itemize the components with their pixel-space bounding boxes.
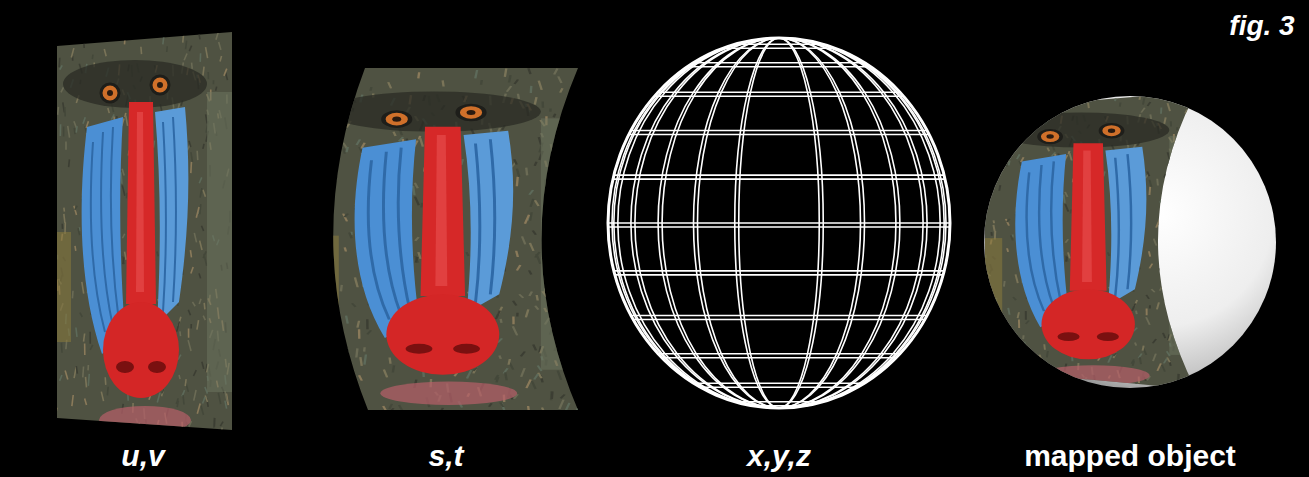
object-label: mapped object — [1024, 439, 1236, 474]
flat-texture — [56, 32, 232, 447]
warped-texture — [316, 68, 578, 416]
latitude-line — [658, 353, 900, 355]
latitude-line — [694, 62, 865, 64]
mandrill-image — [56, 32, 232, 447]
latitude-line — [633, 319, 925, 321]
figure-number: fig. 3 — [1229, 10, 1294, 42]
latitude-line — [700, 386, 857, 388]
space-label: s,t — [428, 439, 463, 474]
space-label: x,y,z — [747, 439, 811, 474]
latitude-line — [614, 270, 944, 272]
latitude-line — [735, 44, 824, 46]
mapped-texture — [983, 92, 1200, 395]
longitude-line — [608, 38, 950, 408]
latitude-line — [735, 401, 824, 403]
mandrill-image — [316, 68, 578, 416]
latitude-line — [629, 134, 929, 136]
latitude-line — [614, 174, 944, 176]
sphere-outline — [608, 38, 950, 408]
space-label: u,v — [121, 439, 164, 474]
latitude-line — [687, 66, 870, 68]
latitude-line — [613, 178, 945, 180]
latitude-line — [658, 91, 900, 93]
illustration-part — [983, 92, 1200, 395]
latitude-line — [654, 95, 903, 97]
latitude-line — [694, 382, 865, 384]
latitude-line — [631, 315, 927, 317]
latitude-line — [631, 130, 927, 132]
latitude-line — [662, 357, 896, 359]
mandrill-image — [983, 92, 1200, 395]
latitude-line — [723, 48, 836, 50]
latitude-line — [615, 274, 943, 276]
latitude-line — [608, 222, 950, 224]
latitude-line — [608, 226, 950, 228]
wireframe-sphere — [608, 38, 950, 408]
